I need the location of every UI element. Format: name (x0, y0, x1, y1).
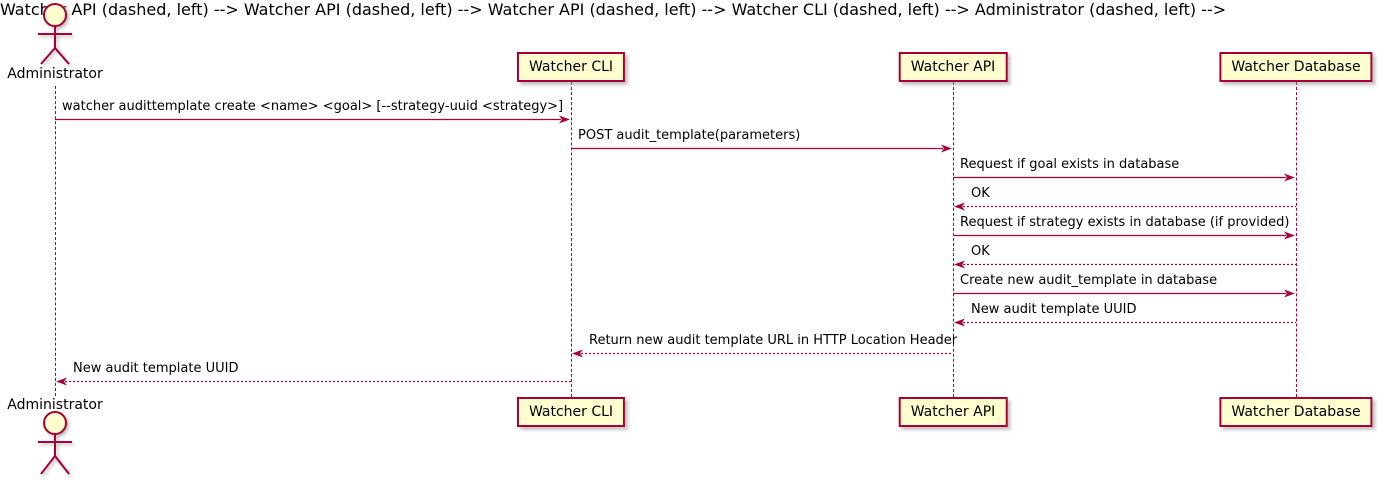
message-label: OK (971, 244, 990, 259)
message-post-audit-template: POST audit_template(parameters) (571, 128, 953, 153)
message-label: watcher audittemplate create <name> <goa… (62, 99, 564, 114)
message-create-audit-template-db: Create new audit_template in database (953, 273, 1296, 298)
actor-name-bottom: Administrator (7, 397, 103, 413)
participant-watcher-cli-bottom: Watcher CLI (516, 397, 626, 427)
message-label: New audit template UUID (73, 361, 239, 376)
message-create-audittemplate: watcher audittemplate create <name> <goa… (55, 99, 571, 124)
lifeline-administrator (55, 86, 56, 396)
message-request-goal-exists: Request if goal exists in database (953, 157, 1296, 182)
lifeline-watcher-cli (571, 82, 572, 397)
message-request-strategy-exists: Request if strategy exists in database (… (953, 215, 1296, 240)
message-new-uuid-from-db: New audit template UUID (953, 302, 1296, 327)
lifeline-watcher-api (953, 82, 954, 397)
actor-icon (38, 3, 72, 65)
message-goal-ok: OK (953, 186, 1296, 211)
actor-icon-bottom (38, 411, 72, 475)
message-label: Return new audit template URL in HTTP Lo… (589, 333, 958, 348)
participant-watcher-database-top: Watcher Database (1219, 52, 1373, 82)
message-label: OK (971, 186, 990, 201)
message-strategy-ok: OK (953, 244, 1296, 269)
message-return-url-location-header: Return new audit template URL in HTTP Lo… (571, 333, 958, 358)
participant-watcher-api-bottom: Watcher API (898, 397, 1008, 427)
message-label: Request if goal exists in database (960, 157, 1180, 172)
message-label: Request if strategy exists in database (… (960, 215, 1290, 230)
lifeline-watcher-database (1296, 82, 1297, 397)
message-label: New audit template UUID (971, 302, 1137, 317)
participant-watcher-cli-top: Watcher CLI (516, 52, 626, 82)
participant-watcher-api-top: Watcher API (898, 52, 1008, 82)
participant-watcher-database-bottom: Watcher Database (1219, 397, 1373, 427)
actor-name-top: Administrator (7, 66, 103, 82)
message-label: Create new audit_template in database (960, 273, 1218, 288)
message-label: POST audit_template(parameters) (578, 128, 801, 143)
message-new-uuid-to-admin: New audit template UUID (55, 361, 571, 386)
